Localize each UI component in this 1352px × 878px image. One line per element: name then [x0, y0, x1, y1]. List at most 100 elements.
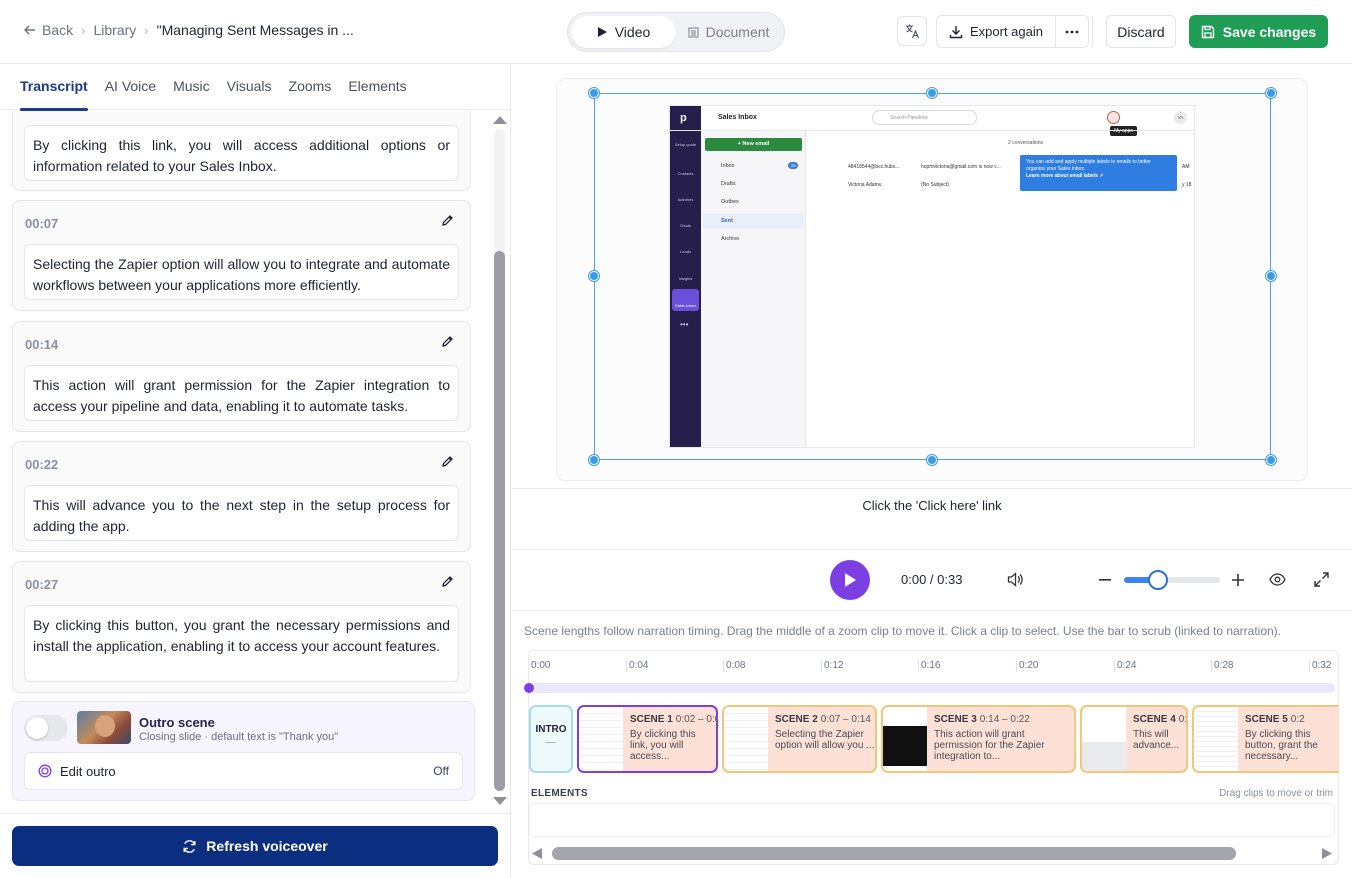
scroll-left-icon[interactable] [531, 847, 543, 860]
ruler-label: 0:08 [726, 660, 746, 671]
refresh-voiceover-button[interactable]: Refresh voiceover [12, 826, 498, 866]
chevron-right-icon: › [81, 22, 86, 38]
ruler-label: 0:04 [629, 660, 649, 671]
resize-handle-bottom[interactable] [927, 455, 937, 465]
rail-more-icon: ••• [680, 320, 689, 329]
transcript-text[interactable]: This action will grant permission for th… [24, 365, 459, 421]
timeline-scrollbar-thumb[interactable] [552, 847, 1236, 860]
tab-transcript[interactable]: Transcript [20, 65, 88, 111]
shot-row-1-subject: hopmvictoria@gmail.com is now c... [921, 164, 1001, 170]
transcript-list[interactable]: By clicking this link, you will access a… [0, 111, 490, 805]
resize-handle-top-left[interactable] [589, 88, 599, 98]
pencil-icon[interactable] [441, 455, 454, 468]
fullscreen-icon[interactable] [1314, 572, 1329, 587]
play-icon [845, 573, 856, 587]
shot-popup-link: Learn more about email labels ↗ [1026, 173, 1104, 179]
save-changes-button[interactable]: Save changes [1189, 15, 1328, 48]
play-icon [597, 27, 607, 37]
preview-divider [512, 488, 1352, 489]
shot-folder-drafts: Drafts [721, 181, 736, 187]
transcript-card: 00:14 This action will grant permission … [12, 321, 471, 432]
outro-thumbnail [77, 711, 131, 744]
zoom-selection-frame[interactable] [594, 93, 1271, 460]
discard-button[interactable]: Discard [1106, 15, 1176, 48]
zoom-in-icon[interactable] [1232, 574, 1244, 586]
more-options-button[interactable] [1056, 16, 1088, 47]
scene-thumbnail [579, 707, 623, 771]
tab-ai-voice[interactable]: AI Voice [104, 78, 157, 94]
shot-popup: You can add and apply multiple labels to… [1020, 155, 1177, 191]
edit-outro-button[interactable]: Edit outro Off [24, 752, 463, 790]
shot-popup-text: You can add and apply multiple labels to… [1026, 159, 1151, 172]
scroll-up-icon[interactable] [492, 115, 508, 125]
mode-document-button[interactable]: Document [676, 16, 781, 48]
transcript-text[interactable]: By clicking this link, you will access a… [24, 125, 459, 181]
rail-contacts: Contacts [677, 171, 694, 176]
playhead[interactable] [524, 683, 534, 693]
shot-row-2-from: Victoria Adamu [848, 182, 882, 188]
scene-thumbnail [883, 707, 927, 771]
outro-toggle[interactable] [24, 715, 68, 741]
shot-folder-archive: Archive [721, 236, 740, 242]
resize-handle-bottom-right[interactable] [1266, 455, 1276, 465]
breadcrumb-library[interactable]: Library [93, 22, 137, 38]
tab-elements[interactable]: Elements [348, 78, 407, 94]
pencil-icon[interactable] [441, 335, 454, 348]
tab-zooms[interactable]: Zooms [288, 78, 332, 94]
scroll-right-icon[interactable] [1321, 847, 1333, 860]
resize-handle-top[interactable] [927, 88, 937, 98]
shot-row-2-date: y 18 [1182, 182, 1192, 188]
zoom-slider-knob[interactable] [1148, 570, 1168, 590]
scene-clip-4[interactable]: SCENE 40:2 This will advance... [1080, 705, 1188, 773]
zoom-slider-fill [1124, 577, 1158, 583]
mode-video-button[interactable]: Video [571, 16, 676, 48]
resize-handle-bottom-left[interactable] [589, 455, 599, 465]
export-again-button[interactable]: Export again [937, 16, 1056, 47]
shot-app-title: Sales Inbox [718, 114, 757, 121]
intro-clip[interactable]: INTRO — [529, 705, 573, 773]
shot-conversations: 2 conversations [1008, 140, 1044, 146]
transcript-text[interactable]: By clicking this button, you grant the n… [24, 605, 459, 682]
eye-icon[interactable] [1269, 573, 1286, 586]
elements-lane[interactable] [529, 803, 1335, 837]
outro-title: Outro scene [139, 715, 215, 730]
transcript-text[interactable]: Selecting the Zapier option will allow y… [24, 244, 459, 300]
left-panel: Transcript AI Voice Music Visuals Zooms … [0, 65, 511, 878]
shot-folder-active [703, 214, 804, 229]
transcript-card: 00:07 Selecting the Zapier option will a… [12, 200, 471, 311]
pencil-icon[interactable] [441, 575, 454, 588]
scroll-down-icon[interactable] [492, 796, 508, 806]
translate-button[interactable] [897, 16, 927, 46]
outro-card: Outro scene Closing slide · default text… [12, 701, 475, 801]
resize-handle-right[interactable] [1266, 271, 1276, 281]
scroll-thumb[interactable] [494, 251, 505, 791]
play-button[interactable] [830, 560, 870, 600]
ruler-tick [918, 660, 919, 672]
volume-icon[interactable] [1007, 572, 1024, 587]
refresh-label: Refresh voiceover [206, 838, 328, 854]
scene-caption[interactable]: Click the 'Click here' link [862, 498, 1002, 513]
transcript-timestamp: 00:27 [25, 577, 59, 592]
shot-row-1-date: AM [1182, 164, 1190, 170]
back-label: Back [42, 22, 74, 38]
tab-music[interactable]: Music [173, 78, 210, 94]
scene-clip-1[interactable]: SCENE 10:02 – 0:07 By clicking this link… [577, 705, 718, 773]
scene-thumbnail [724, 707, 768, 771]
resize-handle-top-right[interactable] [1266, 88, 1276, 98]
ruler-tick [626, 660, 627, 672]
back-link[interactable]: Back [24, 22, 73, 38]
transcript-text[interactable]: This will advance you to the next step i… [24, 485, 459, 541]
ruler-label: 0:20 [1019, 660, 1039, 671]
pencil-icon[interactable] [441, 214, 454, 227]
scrub-bar[interactable] [529, 683, 1335, 693]
zoom-out-icon[interactable] [1099, 579, 1111, 581]
transcript-scrollbar[interactable] [490, 111, 510, 811]
edit-outro-label: Edit outro [60, 763, 116, 779]
resize-handle-left[interactable] [589, 271, 599, 281]
tab-visuals[interactable]: Visuals [226, 78, 272, 94]
zoom-slider-track[interactable] [1124, 577, 1220, 583]
